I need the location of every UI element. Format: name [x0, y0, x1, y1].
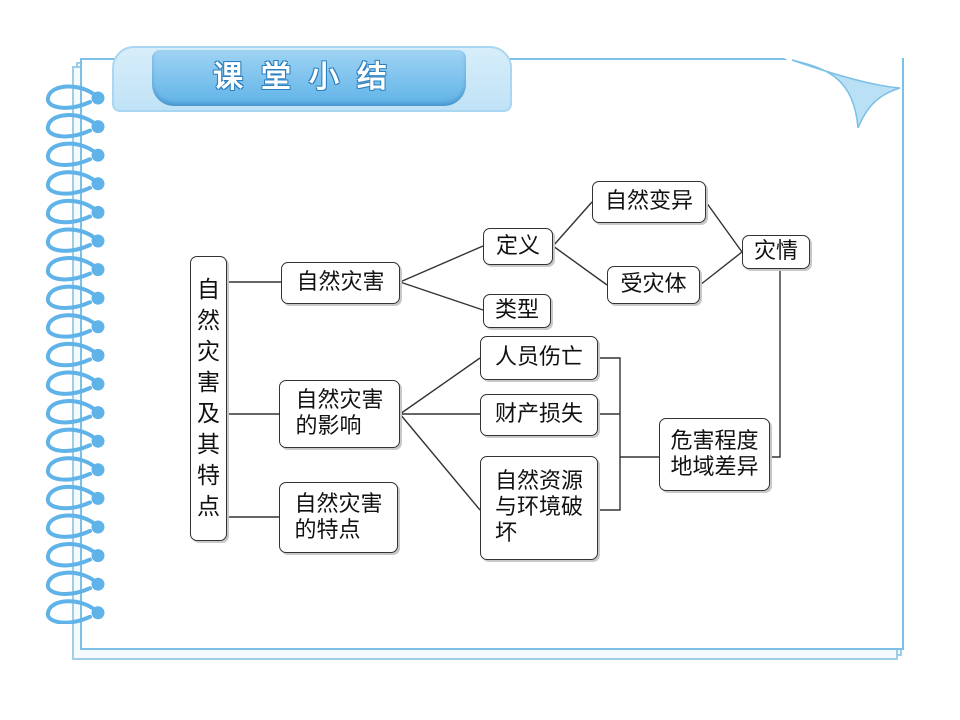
binding-ring [46, 484, 105, 511]
binding-ring [46, 513, 105, 539]
exposed-elements-text: 受灾体 [620, 272, 687, 297]
spiral-binding [46, 84, 105, 624]
binding-ring [46, 284, 105, 310]
casualties-text: 人员伤亡 [494, 345, 583, 370]
types-box: 类型 [483, 294, 551, 328]
binding-ring [46, 227, 105, 253]
binding-ring [46, 370, 105, 396]
root-topic-box: 自 然 灾 害 及 其 特 点 [190, 256, 227, 541]
disaster-traits-box: 自然灾害 的特点 [279, 482, 398, 553]
casualties-box: 人员伤亡 [480, 336, 598, 380]
disaster-situation-box: 灾情 [742, 235, 810, 269]
binding-ring [46, 427, 105, 453]
natural-variation-box: 自然变异 [592, 181, 706, 223]
resource-damage-text: 自然资源 与环境破 坏 [494, 469, 583, 546]
disaster-impact-box: 自然灾害 的影响 [279, 380, 400, 448]
resource-damage-box: 自然资源 与环境破 坏 [480, 456, 598, 560]
exposed-elements-box: 受灾体 [607, 266, 700, 304]
root-topic-text: 自 然 灾 害 及 其 特 点 [197, 276, 220, 520]
title-tab [152, 50, 466, 106]
binding-ring [46, 84, 105, 110]
page-curl [784, 58, 902, 130]
page-title: 课堂小结 [213, 60, 405, 95]
binding-ring [46, 256, 105, 282]
definition-box: 定义 [483, 228, 553, 265]
definition-text: 定义 [495, 233, 540, 259]
binding-ring [46, 570, 105, 596]
severity-box: 危害程度 地域差异 [659, 418, 770, 491]
binding-ring [46, 456, 105, 482]
binding-ring [46, 170, 105, 196]
binding-ring [46, 198, 105, 225]
binding-ring [46, 399, 105, 425]
binding-ring [46, 341, 105, 368]
property-loss-box: 财产损失 [480, 394, 598, 436]
binding-ring [46, 599, 105, 624]
severity-text: 危害程度 地域差异 [670, 428, 759, 480]
property-loss-text: 财产损失 [494, 402, 583, 427]
binding-ring [46, 141, 105, 167]
binding-ring [46, 313, 105, 339]
natural-disaster-box: 自然灾害 [281, 262, 400, 304]
types-text: 类型 [494, 298, 539, 323]
natural-disaster-text: 自然灾害 [296, 270, 385, 295]
disaster-traits-text: 自然灾害 的特点 [294, 491, 383, 543]
disaster-situation-text: 灾情 [753, 239, 798, 264]
binding-ring [46, 542, 105, 568]
disaster-impact-text: 自然灾害 的影响 [295, 388, 384, 439]
natural-variation-text: 自然变异 [604, 189, 693, 214]
binding-ring [46, 113, 105, 139]
